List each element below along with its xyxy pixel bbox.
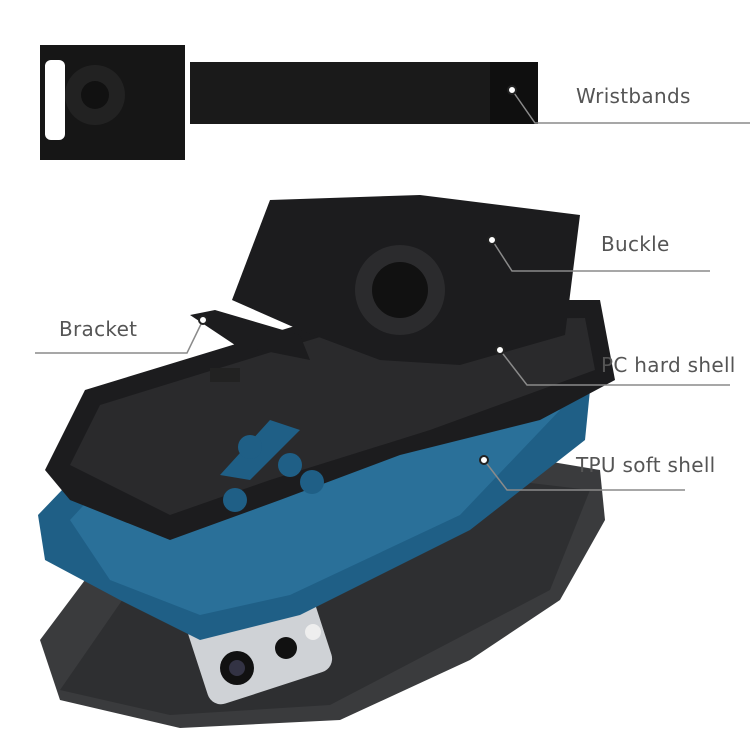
leader-line-wristbands bbox=[511, 89, 750, 124]
wristband bbox=[40, 45, 538, 160]
leader-dots bbox=[198, 85, 517, 465]
label-wristbands: Wristbands bbox=[576, 84, 691, 108]
leader-line-buckle bbox=[491, 239, 710, 272]
leader-lines bbox=[35, 89, 750, 491]
leader-line-tpu-soft-shell bbox=[483, 459, 685, 491]
leader-line-bracket bbox=[35, 319, 204, 354]
label-buckle: Buckle bbox=[601, 232, 670, 256]
label-pc-hard-shell: PC hard shell bbox=[601, 353, 736, 377]
bracket bbox=[190, 310, 310, 382]
leader-line-pc-hard-shell bbox=[499, 349, 730, 386]
label-tpu-soft-shell: TPU soft shell bbox=[576, 453, 716, 477]
label-bracket: Bracket bbox=[59, 317, 138, 341]
